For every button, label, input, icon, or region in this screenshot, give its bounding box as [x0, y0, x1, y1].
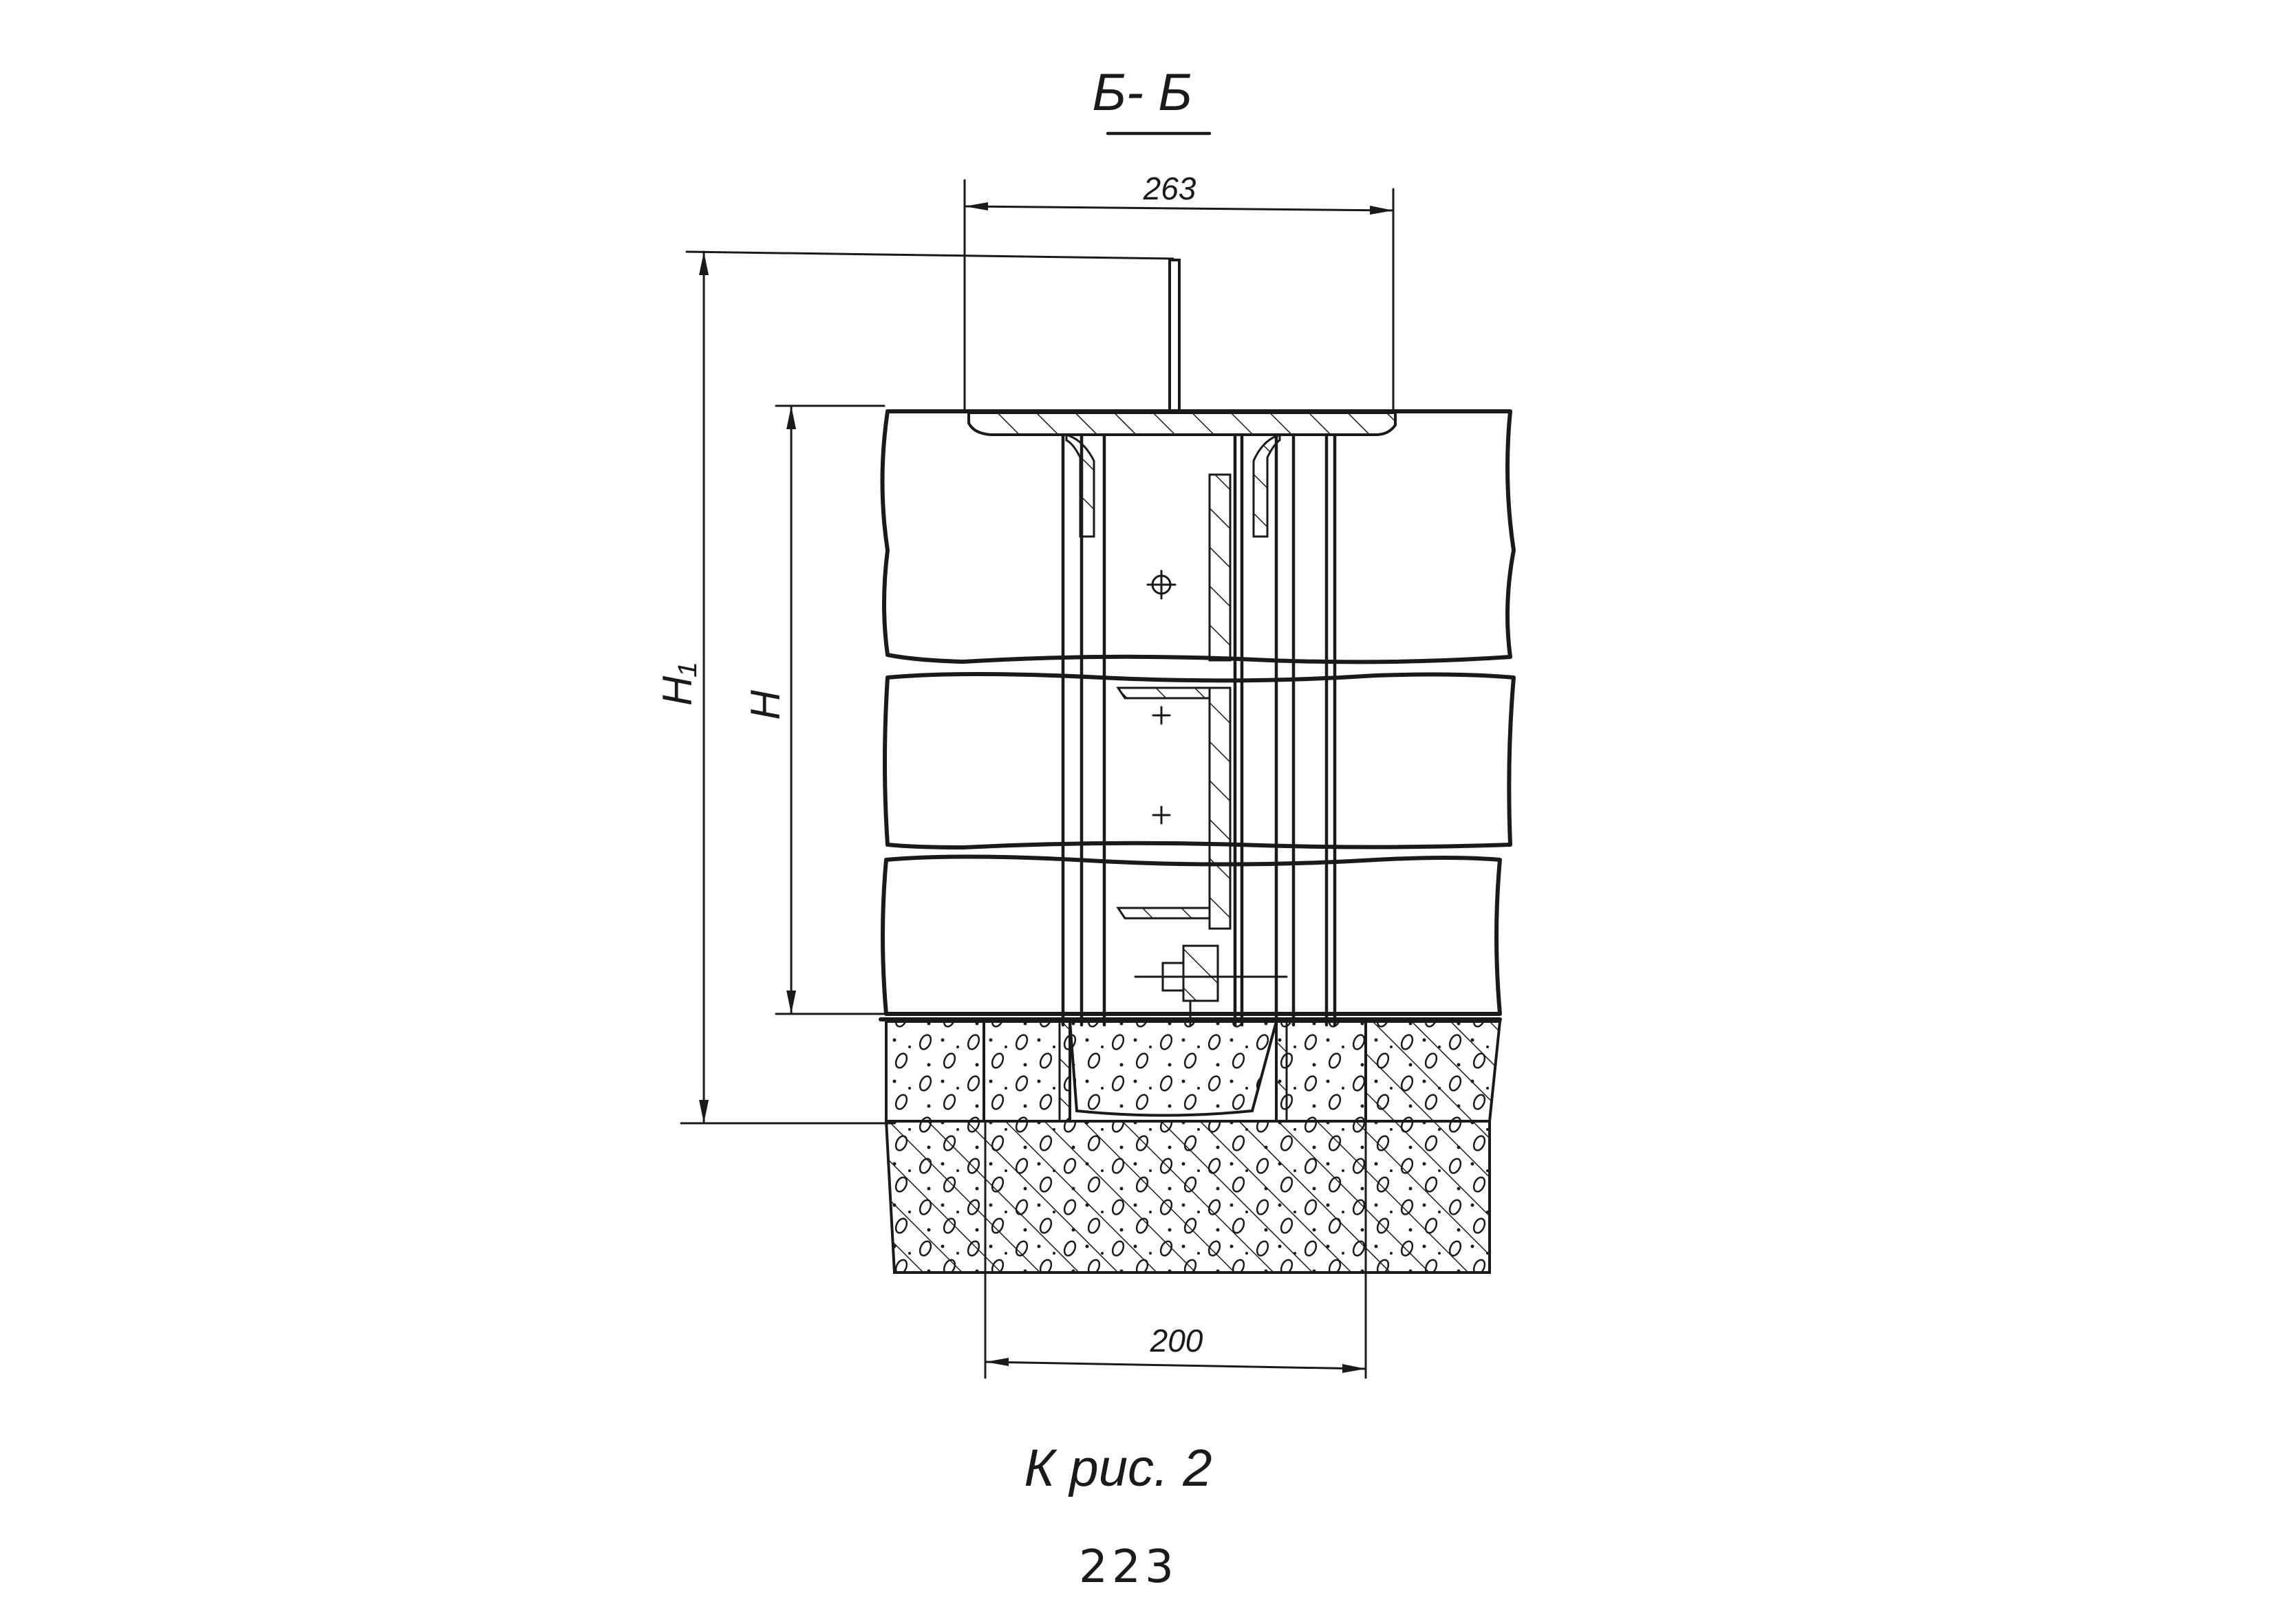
fin-plate [1168, 259, 1181, 414]
arrowhead-bottom [699, 1100, 709, 1123]
bolt-mark-3 [1152, 805, 1171, 825]
anchor-plate [1182, 944, 1219, 1002]
flange-plate [967, 411, 1397, 436]
hatched-bar-upper [1208, 473, 1232, 662]
section-title: Б- Б [1092, 63, 1212, 136]
arrowhead-right [1370, 206, 1393, 215]
arrowhead-right [1342, 1364, 1366, 1373]
panel-lower [881, 854, 1502, 1016]
foundation [879, 1017, 1502, 1274]
bracket-middle [1116, 686, 1211, 700]
concrete-block-right [1275, 1020, 1367, 1123]
post-profiles [1061, 433, 1337, 1027]
arrowhead-top [786, 406, 796, 429]
concrete-block-left-outer [885, 1020, 985, 1123]
dimension-label-263: 263 [1143, 171, 1196, 206]
top-fin [1168, 259, 1181, 414]
section-label: Б- Б [1092, 63, 1192, 122]
dimension-label-h: H [742, 690, 788, 720]
anchor-assembly [1134, 944, 1288, 1026]
page-number: 223 [1079, 1540, 1178, 1593]
dimension-top-263: 263 [963, 171, 1395, 413]
channel-wall-left [1058, 1020, 1071, 1123]
top-flange [967, 411, 1397, 538]
channel-wall-right [1275, 1020, 1288, 1123]
panel-middle [883, 672, 1516, 849]
wall-panels [880, 409, 1516, 1016]
dimension-h: H [742, 404, 885, 1015]
extension-line-top [685, 250, 1174, 260]
dimension-h1: H₁ [654, 250, 1174, 1125]
dimension-label-h1: H₁ [654, 663, 700, 706]
dimension-label-200: 200 [1150, 1323, 1203, 1358]
figure-caption: К рис. 2 [1024, 1439, 1212, 1497]
hatched-bar-lower [1208, 686, 1232, 930]
panel-upper [880, 409, 1516, 664]
dimension-bottom-200: 200 [984, 1120, 1367, 1379]
arrowhead-left [965, 202, 988, 210]
dimension-line [963, 205, 1395, 212]
bracket-lower [1116, 907, 1211, 920]
footing-gravel [886, 1121, 1490, 1273]
concrete-block-left [983, 1020, 1071, 1123]
bolt-mark-1 [1146, 570, 1177, 600]
gravel-overlay-right [1366, 1021, 1500, 1121]
arrowhead-bottom [786, 990, 796, 1014]
bolts [1146, 570, 1177, 825]
concrete-base-center [1068, 1020, 1278, 1117]
arrowhead-left [985, 1358, 1009, 1366]
bolt-mark-2 [1152, 706, 1171, 725]
arrowhead-top [699, 252, 709, 275]
dimension-line [984, 1361, 1367, 1370]
